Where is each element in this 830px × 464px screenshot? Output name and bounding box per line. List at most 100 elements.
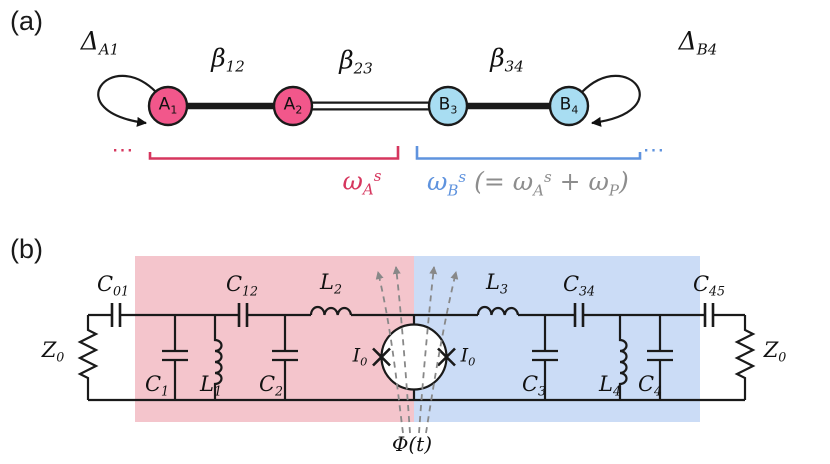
label-node-a1-base: A bbox=[158, 94, 171, 115]
label-c12: C12 bbox=[226, 274, 258, 298]
note-omega-a-sup: s bbox=[543, 167, 552, 186]
label-beta-23: β23 bbox=[339, 47, 373, 76]
label-c12-sub: 12 bbox=[242, 283, 259, 299]
node-b3-circle bbox=[427, 85, 469, 127]
bracket-omega-b bbox=[415, 146, 642, 160]
cap-45-symbol bbox=[703, 303, 715, 327]
label-c01: C01 bbox=[97, 274, 129, 298]
label-node-b4-sub: 4 bbox=[571, 103, 579, 117]
label-node-a2-base: A bbox=[283, 94, 296, 115]
josephson-junction-left-icon bbox=[372, 347, 391, 367]
label-l2-base: L bbox=[320, 270, 334, 294]
label-c34: C34 bbox=[563, 274, 595, 298]
label-c4-base: C bbox=[637, 372, 655, 396]
note-omega-a: ω bbox=[512, 167, 534, 196]
label-l1-sub: 1 bbox=[213, 383, 222, 399]
note-plus: + bbox=[551, 167, 589, 196]
label-c1-base: C bbox=[144, 372, 162, 396]
label-detuning-b4: ΔB4 bbox=[679, 28, 718, 57]
label-detuning-b4-base: Δ bbox=[678, 26, 697, 56]
label-z0-left-base: Z bbox=[41, 338, 57, 362]
label-c34-base: C bbox=[562, 272, 580, 296]
region-b-rect bbox=[414, 256, 700, 422]
josephson-junction-right-icon bbox=[437, 347, 456, 367]
label-c2: C2 bbox=[259, 374, 283, 398]
label-c4: C4 bbox=[638, 374, 662, 398]
label-node-b4-base: B bbox=[559, 94, 572, 115]
label-i0-right-base: I bbox=[460, 344, 469, 367]
shunt-ind-4 bbox=[618, 315, 628, 400]
label-l4: L4 bbox=[599, 374, 621, 398]
label-z0-right-base: Z bbox=[763, 338, 779, 362]
label-beta-23-base: β bbox=[339, 45, 354, 75]
ind-2-symbol bbox=[309, 305, 353, 316]
squid-loop-circle bbox=[380, 323, 448, 391]
label-z0-right-sub: 0 bbox=[778, 349, 787, 365]
label-c2-sub: 2 bbox=[275, 383, 284, 399]
flux-arrow-3 bbox=[418, 266, 438, 434]
label-beta-34-sub: 34 bbox=[504, 57, 524, 76]
label-omega-b: ωBs (= ωAs + ωP) bbox=[427, 169, 629, 198]
label-beta-34-base: β bbox=[490, 43, 505, 73]
ellipsis-left: ⋯ bbox=[111, 138, 135, 163]
label-l2-sub: 2 bbox=[333, 281, 342, 297]
label-l4-base: L bbox=[599, 372, 613, 396]
panel-a-label: (a) bbox=[10, 6, 43, 36]
label-detuning-b4-sub: B4 bbox=[696, 40, 718, 59]
label-omega-a-sup: s bbox=[373, 167, 382, 186]
label-l3-sub: 3 bbox=[499, 281, 508, 297]
resistor-left bbox=[77, 315, 99, 400]
label-c01-base: C bbox=[96, 272, 114, 296]
label-detuning-a1: ΔA1 bbox=[81, 28, 119, 57]
label-c45-sub: 45 bbox=[709, 283, 726, 299]
label-l1-base: L bbox=[200, 372, 214, 396]
label-c45: C45 bbox=[693, 274, 725, 298]
bracket-omega-a bbox=[148, 146, 400, 160]
shunt-cap-3 bbox=[532, 315, 558, 400]
label-beta-34: β34 bbox=[490, 45, 524, 74]
label-beta-12-base: β bbox=[211, 43, 226, 73]
label-l2: L2 bbox=[320, 272, 342, 296]
label-node-a1-sub: 1 bbox=[170, 103, 178, 117]
shunt-ind-1 bbox=[213, 315, 223, 400]
label-node-b3-sub: 3 bbox=[450, 103, 458, 117]
node-a2-circle bbox=[272, 85, 314, 127]
label-omega-b-sub: B bbox=[447, 181, 459, 200]
cap-12-symbol bbox=[237, 303, 249, 327]
label-node-a1: A1 bbox=[158, 94, 178, 117]
label-flux: Φ(t) bbox=[391, 432, 433, 456]
label-i0-right: I0 bbox=[461, 346, 476, 367]
flux-arrow-1 bbox=[375, 271, 404, 434]
flux-arrow-4 bbox=[425, 271, 459, 434]
label-omega-a-sub: A bbox=[362, 180, 374, 199]
label-node-b3-base: B bbox=[438, 94, 451, 115]
shunt-cap-4 bbox=[647, 315, 673, 400]
label-c1-sub: 1 bbox=[161, 383, 170, 399]
label-node-a2: A2 bbox=[283, 94, 303, 115]
panel-b-graphics bbox=[77, 256, 756, 434]
label-z0-left-sub: 0 bbox=[56, 349, 65, 365]
coupling-bond-23 bbox=[311, 101, 430, 111]
flux-arrow-2 bbox=[392, 266, 411, 434]
label-beta-12-sub: 12 bbox=[225, 57, 245, 76]
label-l3-base: L bbox=[486, 270, 500, 294]
label-omega-a-base: ω bbox=[342, 166, 363, 196]
label-omega-a: ωAs bbox=[343, 168, 382, 197]
label-z0-right: Z0 bbox=[764, 340, 787, 364]
self-loop-a1 bbox=[97, 74, 157, 127]
panel-b-label: (b) bbox=[10, 234, 43, 264]
shunt-cap-2 bbox=[272, 315, 298, 400]
label-beta-23-sub: 23 bbox=[353, 59, 373, 78]
note-omega-a-sub: A bbox=[533, 181, 544, 200]
ind-3-symbol bbox=[476, 305, 520, 316]
note-omega-p: ω bbox=[588, 167, 609, 196]
label-c3-sub: 3 bbox=[538, 383, 547, 399]
label-i0-left-sub: 0 bbox=[360, 354, 368, 369]
label-omega-b-main: ωBs bbox=[427, 167, 466, 200]
label-l4-sub: 4 bbox=[612, 383, 621, 399]
note-omega-p-sub: P bbox=[608, 181, 619, 200]
label-c45-base: C bbox=[692, 272, 710, 296]
note-close: ) bbox=[619, 167, 629, 196]
label-i0-left: I0 bbox=[353, 346, 368, 367]
label-c1: C1 bbox=[145, 374, 169, 398]
